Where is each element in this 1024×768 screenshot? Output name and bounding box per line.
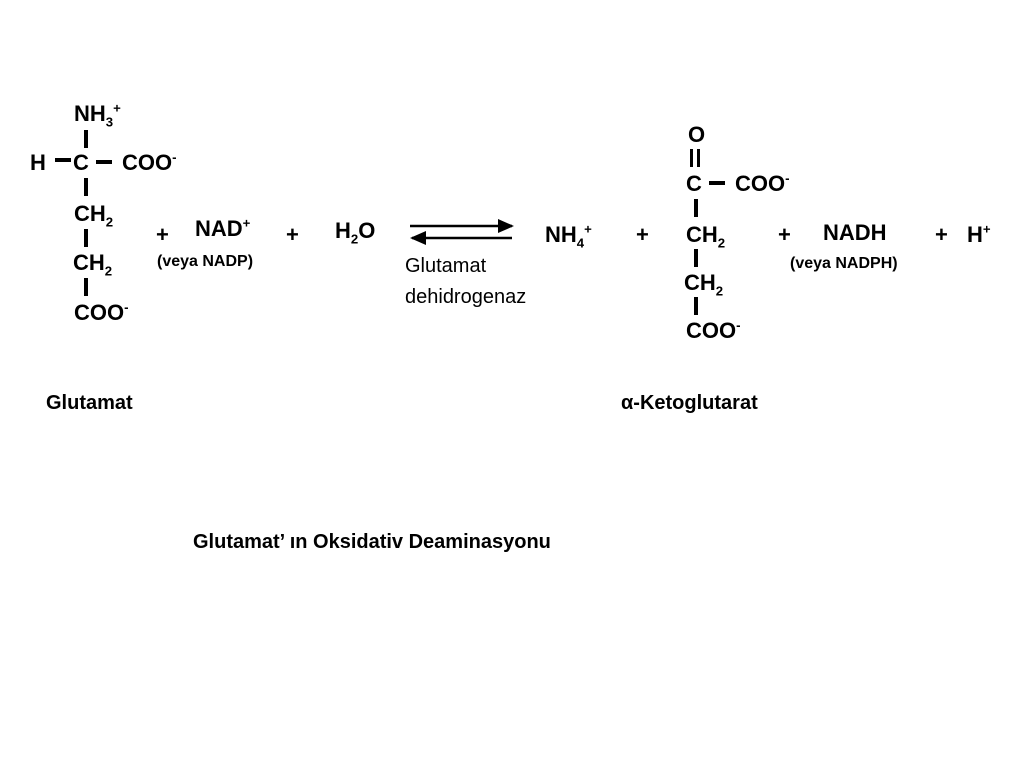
glutamate-label: Glutamat	[46, 392, 133, 414]
keto-oxygen: O	[688, 122, 706, 147]
keto-carboxylate-top: COO-	[735, 170, 790, 196]
bond-c-n	[84, 130, 88, 148]
enzyme-name-line2: dehidrogenaz	[405, 286, 527, 308]
proton: H+	[967, 221, 991, 247]
glutamate-amine: NH3+	[74, 100, 121, 130]
bond-c-coo	[96, 160, 112, 164]
bond-ch2-ch2	[84, 229, 88, 247]
plus-sign: +	[778, 222, 791, 247]
bond-ch2-ch2	[694, 249, 698, 267]
glutamate-ch2-beta: CH2	[74, 201, 114, 230]
nadph-alternative: (veya NADPH)	[790, 255, 898, 272]
nadp-alternative: (veya NADP)	[157, 253, 254, 270]
glutamate-carboxylate-bottom: COO-	[74, 299, 129, 325]
plus-sign: +	[156, 222, 169, 247]
keto-ch2-gamma: CH2	[684, 270, 724, 299]
keto-carbon: C	[686, 171, 702, 196]
glutamate-alpha-carbon: C	[73, 150, 89, 175]
bond-h-c	[55, 158, 71, 162]
bond-ch2-coo	[84, 278, 88, 296]
bond-c-coo	[709, 181, 725, 185]
water: H2O	[335, 218, 376, 247]
plus-sign: +	[286, 222, 299, 247]
bond-ch2-coo	[694, 297, 698, 315]
ketoglutarate-label: α-Ketoglutarat	[621, 392, 758, 414]
bond-c-ch2	[694, 199, 698, 217]
glutamate-carboxylate-top: COO-	[122, 149, 177, 175]
ammonium: NH4+	[545, 221, 592, 251]
plus-sign: +	[935, 222, 948, 247]
enzyme-name-line1: Glutamat	[405, 255, 487, 277]
nadh-cofactor: NADH	[823, 220, 887, 245]
plus-sign: +	[636, 222, 649, 247]
glutamate-ch2-gamma: CH2	[73, 250, 113, 279]
glutamate-hydrogen: H	[30, 150, 46, 175]
nad-cofactor: NAD+	[195, 215, 251, 241]
slide-caption: Glutamat’ ın Oksidativ Deaminasyonu	[193, 531, 551, 553]
bond-c-ch2	[84, 178, 88, 196]
double-bond-left	[690, 149, 693, 167]
keto-ch2-beta: CH2	[686, 222, 726, 251]
keto-carboxylate-bottom: COO-	[686, 317, 741, 343]
double-bond-right	[697, 149, 700, 167]
